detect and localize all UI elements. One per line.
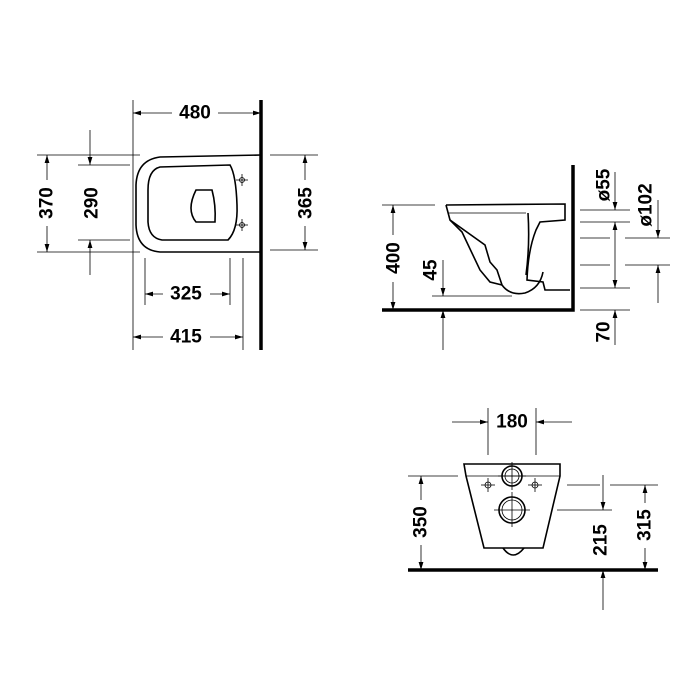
dim-400: 400 [384, 242, 405, 274]
seat-outline [147, 164, 238, 241]
bowl-foot [502, 547, 525, 556]
front-view: 180 350 215 315 [408, 408, 658, 610]
dim-315: 315 [635, 509, 656, 541]
fixing-hole-icon [481, 478, 495, 492]
dim-dia-102: ø102 [636, 183, 657, 226]
bowl-back [445, 203, 570, 291]
bowl-profile [445, 204, 544, 295]
dim-70: 70 [594, 321, 615, 342]
top-view: 480 370 290 365 325 415 [37, 100, 318, 350]
flush-opening [190, 189, 216, 223]
fixing-hole-icon [236, 174, 248, 186]
dim-365: 365 [296, 187, 317, 219]
side-view: 400 45 ø55 ø102 70 [382, 165, 670, 350]
dim-180: 180 [496, 412, 528, 433]
bowl-outline [135, 154, 262, 253]
dim-415: 415 [170, 327, 202, 348]
fixing-hole-icon [236, 219, 248, 231]
floor-wall-line [382, 165, 575, 312]
trap-line [525, 212, 530, 276]
dim-325: 325 [170, 284, 202, 305]
inlet-circle-icon [498, 462, 526, 490]
dim-dia-55: ø55 [594, 168, 615, 201]
dim-290: 290 [82, 187, 103, 219]
dim-45: 45 [421, 259, 442, 281]
fixing-hole-icon [528, 478, 542, 492]
dim-480: 480 [179, 103, 211, 124]
dim-350: 350 [411, 506, 432, 538]
dim-215: 215 [591, 524, 612, 556]
outlet-circle-icon [494, 492, 530, 527]
dim-370: 370 [37, 187, 58, 219]
bowl-base [449, 219, 503, 286]
